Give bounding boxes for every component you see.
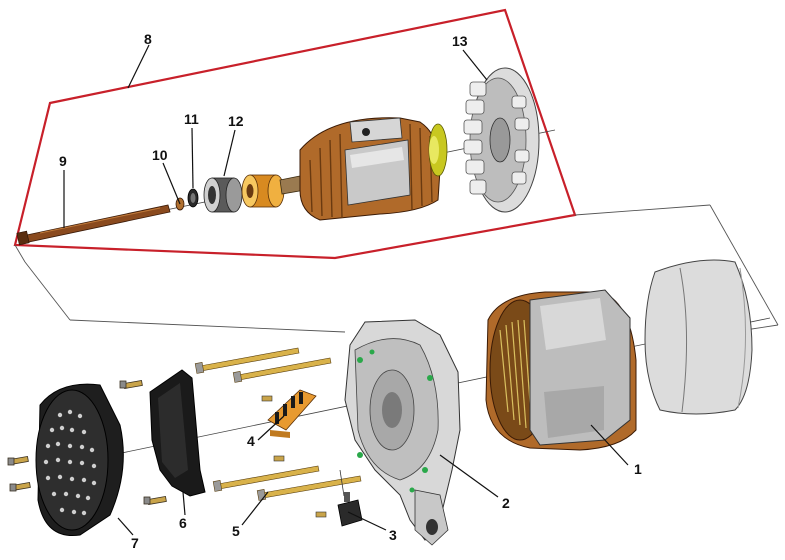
end-cover <box>35 383 124 537</box>
cooling-fan <box>463 67 540 213</box>
callout-6: 6 <box>179 515 187 531</box>
stator <box>485 289 637 451</box>
callout-5: 5 <box>232 523 240 539</box>
rotor-armature <box>299 117 441 221</box>
rotor-group-outline <box>13 8 577 260</box>
callout-4: 4 <box>247 433 255 449</box>
callout-7: 7 <box>131 535 139 551</box>
callout-12: 12 <box>228 113 244 129</box>
callout-2: 2 <box>502 495 510 511</box>
callout-9: 9 <box>59 153 67 169</box>
through-bolt-rod <box>16 204 171 246</box>
rotor-end-plate <box>428 123 448 177</box>
callout-11: 11 <box>184 111 199 127</box>
callout-13: 13 <box>452 33 468 49</box>
terminal-screws <box>261 395 327 518</box>
bearing <box>203 177 243 213</box>
housing-bracket <box>344 319 461 546</box>
end-cover-screws <box>7 380 167 505</box>
rotor-bushing <box>241 174 285 208</box>
leader-lines <box>63 44 629 536</box>
long-studs <box>194 347 362 501</box>
callout-8: 8 <box>144 31 152 47</box>
callout-labels: 1 2 3 4 5 6 7 8 9 10 11 12 13 <box>59 31 642 551</box>
ring-washer <box>187 188 199 208</box>
callout-1: 1 <box>634 461 642 477</box>
assembly-plane-lines <box>14 204 779 333</box>
stator-sleeve <box>644 259 753 415</box>
callout-10: 10 <box>152 147 168 163</box>
callout-3: 3 <box>389 527 397 543</box>
gasket-plate <box>149 369 206 497</box>
